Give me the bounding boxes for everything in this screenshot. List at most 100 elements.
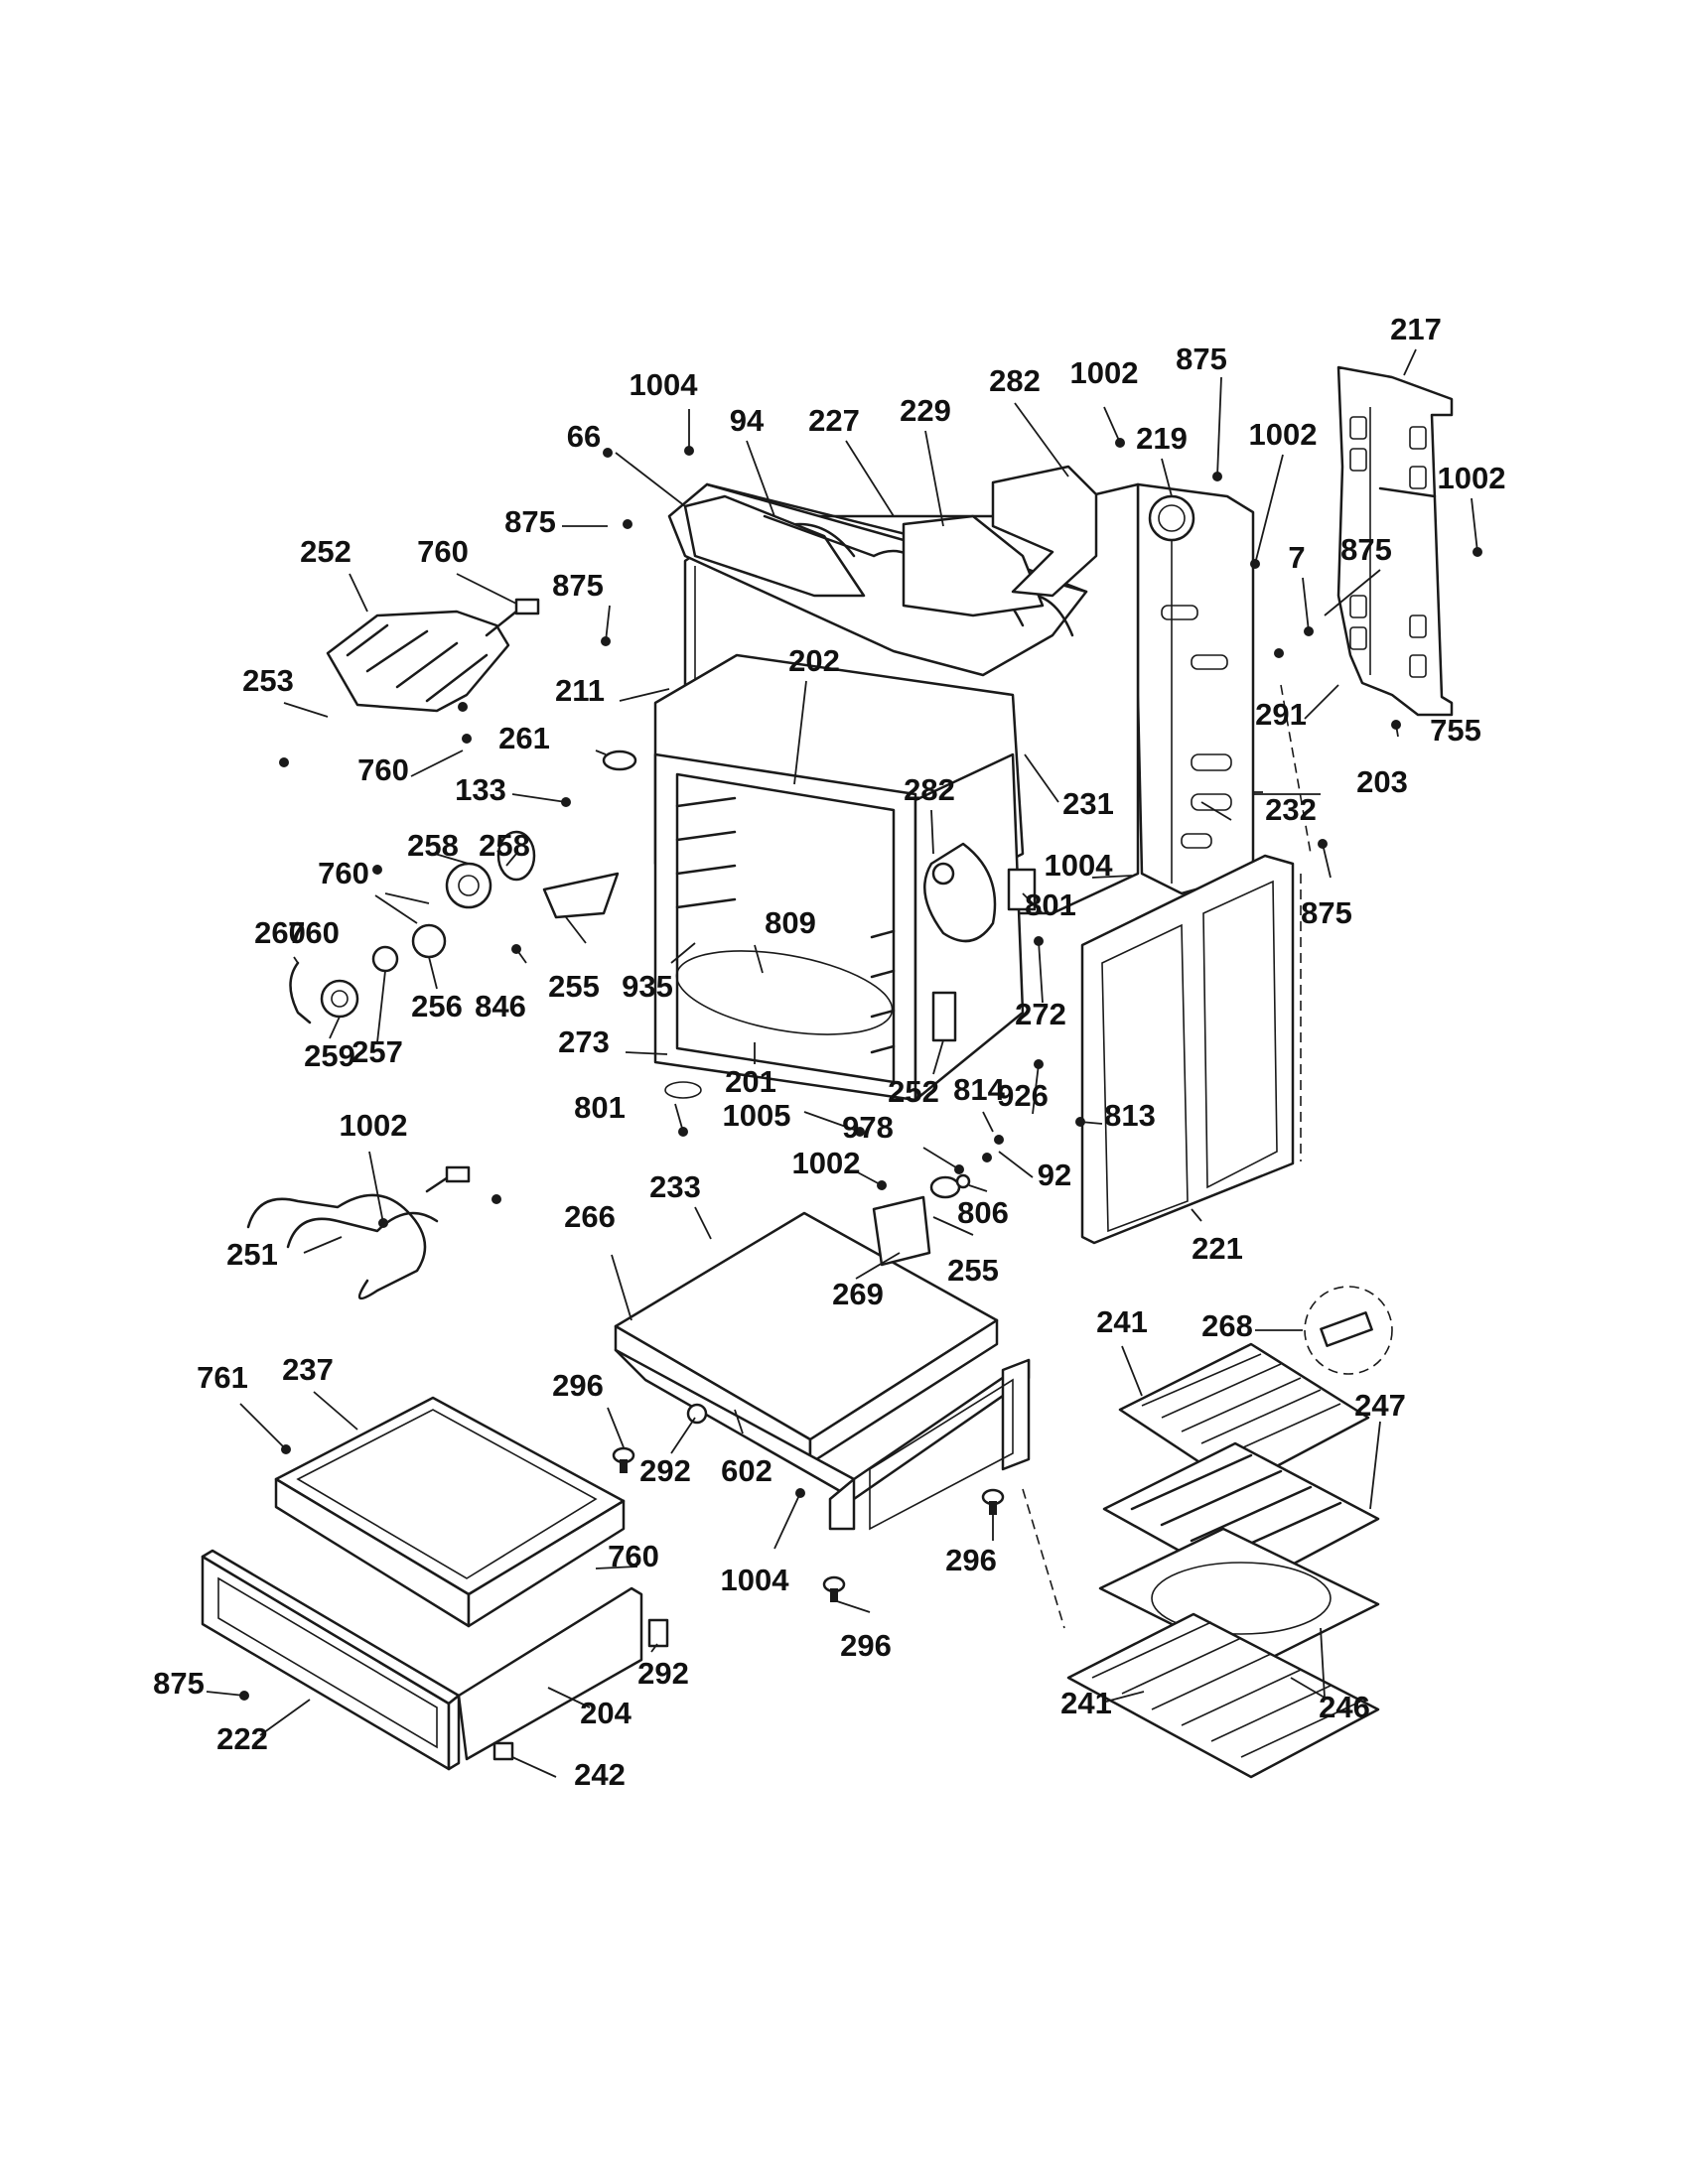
part-label-211: 211 (555, 673, 605, 708)
part-label-296: 296 (945, 1543, 997, 1577)
part-label-217: 217 (1390, 312, 1442, 346)
part-label-760: 760 (357, 752, 409, 787)
part-label-1002: 1002 (1249, 417, 1318, 452)
part-label-227: 227 (808, 403, 860, 438)
part-label-1004: 1004 (1045, 848, 1114, 883)
part-label-241: 241 (1060, 1686, 1112, 1720)
part-label-219: 219 (1136, 421, 1188, 456)
part-label-201: 201 (725, 1064, 776, 1099)
part-label-282: 282 (989, 363, 1041, 398)
part-label-241: 241 (1096, 1304, 1148, 1339)
part-label-801: 801 (574, 1090, 626, 1125)
part-label-203: 203 (1356, 764, 1408, 799)
part-label-233: 233 (649, 1169, 701, 1204)
part-label-204: 204 (580, 1696, 632, 1730)
part-label-814: 814 (953, 1072, 1005, 1107)
part-label-222: 222 (216, 1721, 268, 1756)
part-label-237: 237 (282, 1352, 334, 1387)
part-label-1002: 1002 (1070, 355, 1139, 390)
part-label-229: 229 (900, 393, 951, 428)
part-label-255: 255 (548, 969, 600, 1004)
drawer-222 (201, 1549, 669, 1771)
part-label-875: 875 (1176, 341, 1227, 376)
light-socket-parts (289, 750, 1037, 1099)
part-label-257: 257 (351, 1034, 403, 1069)
storage-pan-237 (274, 1396, 626, 1628)
oven-racks (1066, 1286, 1393, 1779)
part-label-760: 760 (288, 915, 340, 950)
part-label-259: 259 (304, 1038, 355, 1073)
part-label-252: 252 (300, 534, 351, 569)
part-label-875: 875 (552, 568, 604, 603)
part-label-268: 268 (1201, 1308, 1253, 1343)
part-label-94: 94 (730, 403, 765, 438)
part-label-269: 269 (832, 1277, 884, 1311)
part-label-242: 242 (574, 1757, 626, 1792)
part-label-875: 875 (1301, 895, 1352, 930)
part-label-875: 875 (153, 1666, 205, 1701)
part-label-760: 760 (318, 856, 369, 890)
part-label-66: 66 (567, 419, 601, 454)
leveling-legs (612, 1403, 1005, 1602)
part-label-266: 266 (564, 1199, 616, 1234)
part-label-801: 801 (1025, 887, 1076, 922)
part-label-761: 761 (197, 1360, 248, 1395)
part-label-296: 296 (552, 1368, 604, 1403)
part-label-846: 846 (475, 989, 526, 1024)
part-label-272: 272 (1015, 997, 1066, 1031)
part-number-labels: 217 1004 282 1002 875 94 227 229 219 1002 1002 66 87… (153, 312, 1505, 1792)
broil-element-252 (326, 598, 540, 713)
part-label-231: 231 (1062, 786, 1114, 821)
part-label-92: 92 (1038, 1158, 1071, 1192)
part-label-875: 875 (1340, 532, 1392, 567)
part-label-291: 291 (1255, 697, 1307, 732)
part-label-755: 755 (1430, 713, 1481, 748)
part-label-926: 926 (997, 1078, 1049, 1113)
part-label-760: 760 (417, 534, 469, 569)
part-label-1002: 1002 (1438, 461, 1506, 495)
part-label-7: 7 (1288, 540, 1305, 575)
part-label-258: 258 (479, 828, 530, 863)
part-label-252: 252 (888, 1074, 939, 1109)
hinge-parts (872, 1173, 971, 1267)
part-label-602: 602 (721, 1453, 772, 1488)
side-panel-221 (1080, 854, 1295, 1245)
part-label-760: 760 (608, 1539, 659, 1573)
part-label-258: 258 (407, 828, 459, 863)
part-label-1004: 1004 (721, 1563, 790, 1597)
part-label-247: 247 (1354, 1388, 1406, 1423)
part-label-221: 221 (1192, 1231, 1243, 1266)
part-label-282: 282 (904, 772, 955, 807)
part-label-273: 273 (558, 1024, 610, 1059)
part-label-935: 935 (622, 969, 673, 1004)
part-label-1005: 1005 (723, 1098, 791, 1133)
part-label-246: 246 (1319, 1690, 1370, 1724)
part-label-813: 813 (1104, 1098, 1156, 1133)
part-label-253: 253 (242, 663, 294, 698)
part-label-133: 133 (455, 772, 506, 807)
part-label-1002: 1002 (340, 1108, 408, 1143)
part-label-296: 296 (840, 1628, 892, 1663)
part-label-292: 292 (637, 1656, 689, 1691)
part-label-978: 978 (842, 1110, 894, 1145)
part-label-1002: 1002 (792, 1146, 861, 1180)
part-label-256: 256 (411, 989, 463, 1024)
part-label-1004: 1004 (630, 367, 699, 402)
part-label-260: 260 (254, 915, 306, 950)
part-label-202: 202 (788, 643, 840, 678)
rear-panel-217 (1336, 365, 1454, 717)
oven-cavity-202 (653, 653, 1025, 1102)
bake-element-251 (246, 1165, 471, 1300)
part-label-251: 251 (226, 1237, 278, 1272)
part-label-809: 809 (765, 905, 816, 940)
part-label-875: 875 (504, 504, 556, 539)
vent-duct-assembly (667, 465, 1098, 677)
part-label-806: 806 (957, 1195, 1009, 1230)
part-label-232: 232 (1265, 792, 1317, 827)
part-label-261: 261 (498, 721, 550, 755)
part-label-292: 292 (639, 1453, 691, 1488)
part-label-255: 255 (947, 1253, 999, 1288)
drawer-support-266 (614, 1211, 1065, 1629)
leader-lines (206, 348, 1478, 1778)
